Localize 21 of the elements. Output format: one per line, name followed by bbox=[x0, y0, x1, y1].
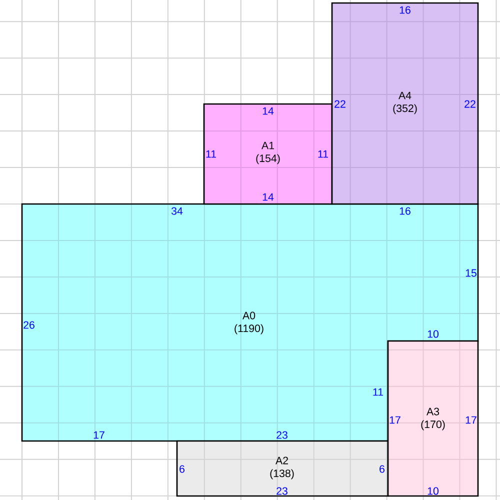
dimension-label: 17 bbox=[390, 416, 400, 424]
dimension-label: 22 bbox=[334, 100, 346, 108]
dimension-label: 14 bbox=[262, 107, 274, 115]
dimension-label: 11 bbox=[318, 150, 328, 158]
dimension-label: 34 bbox=[171, 207, 183, 215]
dimension-label: 26 bbox=[24, 321, 34, 329]
dimension-label: 22 bbox=[464, 100, 476, 108]
dimension-label: 23 bbox=[276, 431, 288, 439]
dimension-label: 11 bbox=[373, 388, 384, 396]
dimension-label: 17 bbox=[94, 431, 104, 439]
dimension-label: 6 bbox=[380, 465, 384, 473]
dimension-label: 10 bbox=[428, 487, 439, 495]
dimension-label: 15 bbox=[466, 269, 476, 277]
dimension-label: 16 bbox=[400, 207, 410, 215]
dimension-label: 11 bbox=[206, 150, 216, 158]
dimension-label: 10 bbox=[428, 330, 439, 338]
dimension-label: 23 bbox=[276, 487, 288, 495]
dimension-label: 14 bbox=[262, 193, 274, 201]
dimension-label: 6 bbox=[180, 465, 184, 473]
dimension-label: 17 bbox=[466, 416, 476, 424]
dimension-label: 16 bbox=[400, 6, 410, 14]
